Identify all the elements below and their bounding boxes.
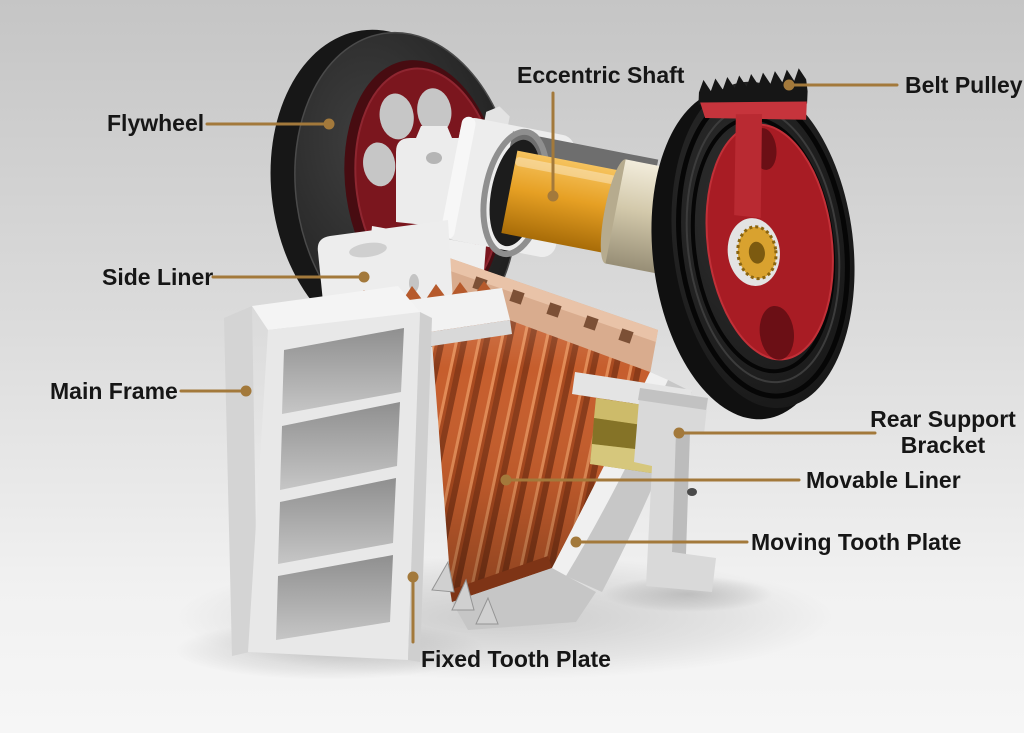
label-eccentric-shaft: Eccentric Shaft — [517, 62, 685, 88]
leader-lines — [179, 79, 899, 644]
leader-rear-support-bracket — [673, 427, 877, 439]
leader-main-frame — [179, 385, 252, 397]
label-fixed-tooth-plate: Fixed Tooth Plate — [421, 646, 611, 672]
label-side-liner: Side Liner — [102, 264, 214, 290]
main-frame-part — [224, 286, 432, 662]
leader-belt-pulley — [783, 79, 899, 91]
label-flywheel: Flywheel — [107, 110, 205, 136]
label-belt-pulley: Belt Pulley — [905, 72, 1023, 98]
frame-openings — [276, 328, 404, 640]
label-movable-liner: Movable Liner — [806, 467, 961, 493]
leader-fixed-tooth-plate — [407, 571, 419, 644]
leader-moving-tooth-plate — [570, 536, 749, 548]
belt-pulley-part — [651, 68, 855, 420]
label-main-frame: Main Frame — [50, 378, 178, 404]
leader-side-liner — [211, 271, 370, 283]
leader-eccentric-shaft — [547, 91, 559, 202]
label-moving-tooth-plate: Moving Tooth Plate — [751, 529, 962, 555]
label-rear-support-bracket: Rear Support Bracket — [870, 406, 1016, 459]
fixed-jaw-base — [431, 556, 596, 630]
leader-flywheel — [205, 118, 335, 130]
fixed-jaw-plates — [428, 252, 658, 602]
leader-movable-liner — [500, 474, 801, 486]
